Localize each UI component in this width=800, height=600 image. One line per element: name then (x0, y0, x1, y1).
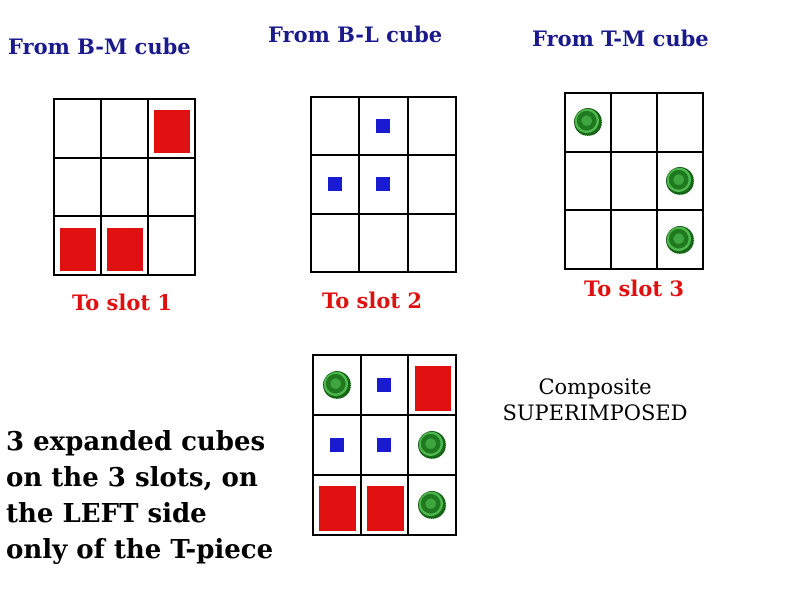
grid-cell (409, 416, 457, 476)
green-piece (666, 225, 694, 254)
grid-cell (408, 214, 457, 273)
slot-label-3: To slot 3 (584, 276, 684, 301)
grid-cell (360, 214, 409, 273)
red-piece (414, 366, 452, 411)
grid-cell (658, 94, 704, 153)
grid-cell (612, 94, 658, 153)
red-piece (107, 227, 144, 271)
grid-cell (102, 217, 149, 276)
grid-cell (566, 152, 612, 212)
green-piece (418, 491, 447, 519)
grid-cell (55, 100, 102, 159)
grid-cell (360, 156, 409, 215)
grid-cell (55, 217, 102, 276)
grid-bm-cube (53, 98, 196, 276)
grid-cell (409, 356, 457, 416)
grid-cell (658, 211, 704, 270)
slot-label-1: To slot 1 (72, 290, 172, 315)
blue-piece (377, 438, 392, 452)
grid-cell (149, 100, 196, 159)
grid-cell (314, 416, 362, 476)
green-piece (322, 371, 351, 399)
blue-piece (376, 119, 391, 134)
blue-piece (376, 177, 391, 192)
red-piece (60, 227, 97, 271)
grid-composite (312, 354, 457, 536)
grid-cell (361, 356, 410, 416)
grid-cell (312, 156, 361, 215)
blue-piece (329, 438, 344, 452)
grid-cell (361, 476, 410, 536)
side-text-line-3: the LEFT side (6, 499, 207, 529)
grid-cell (149, 217, 196, 276)
grid-cell (408, 156, 457, 215)
green-piece (666, 166, 694, 195)
blue-piece (328, 177, 343, 192)
side-text-line-2: on the 3 slots, on (6, 463, 258, 493)
grid-cell (102, 100, 149, 159)
green-piece (574, 108, 602, 137)
side-description: 3 expanded cubes on the 3 slots, on the … (6, 424, 306, 568)
composite-label-line-1: Composite (538, 375, 652, 399)
grid-cell (612, 152, 658, 212)
grid-cell (312, 214, 361, 273)
grid-bl-cube (310, 96, 457, 273)
grid-tm-cube (564, 92, 704, 270)
red-piece (154, 110, 191, 154)
grid-cell (612, 211, 658, 270)
grid-cell (408, 98, 457, 157)
green-piece (418, 431, 447, 459)
grid-cell (314, 476, 362, 536)
header-bl: From B-L cube (268, 22, 443, 47)
grid-cell (566, 94, 612, 153)
grid-cell (361, 416, 410, 476)
header-bm: From B-M cube (8, 34, 191, 59)
slot-label-2: To slot 2 (322, 288, 422, 313)
grid-cell (149, 158, 196, 218)
grid-cell (314, 356, 362, 416)
grid-cell (102, 158, 149, 218)
grid-cell (566, 211, 612, 270)
side-text-line-4: only of the T-piece (6, 535, 274, 565)
composite-label-line-2: SUPERIMPOSED (502, 401, 688, 425)
red-piece (367, 486, 404, 531)
grid-cell (409, 476, 457, 536)
red-piece (319, 486, 357, 531)
blue-piece (377, 378, 392, 392)
header-tm: From T-M cube (532, 26, 709, 51)
grid-cell (360, 98, 409, 157)
grid-cell (55, 158, 102, 218)
side-text-line-1: 3 expanded cubes (6, 427, 266, 457)
grid-cell (658, 152, 704, 212)
grid-cell (312, 98, 361, 157)
composite-label: Composite SUPERIMPOSED (470, 374, 720, 426)
